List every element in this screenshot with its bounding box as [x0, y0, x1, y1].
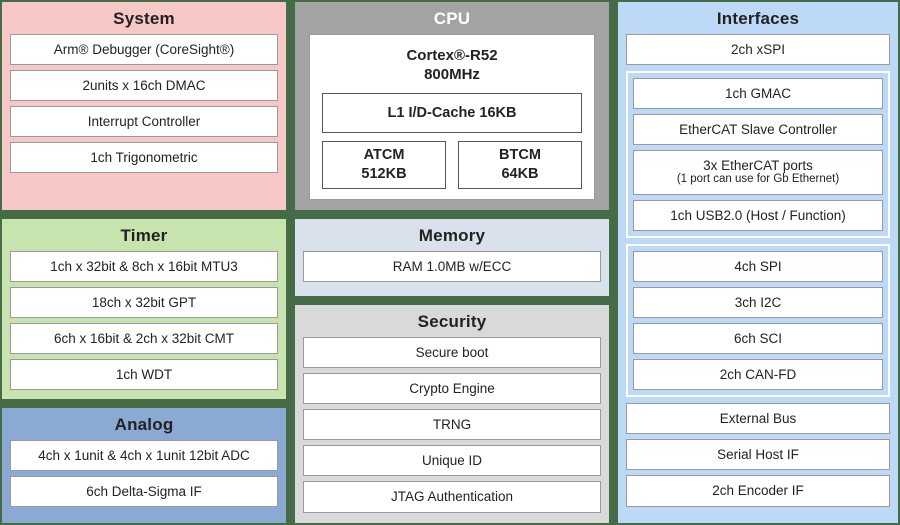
item-usb20[interactable]: 1ch USB2.0 (Host / Function) [633, 199, 883, 231]
item-secure-boot[interactable]: Secure boot [303, 337, 601, 369]
item-trigonometric[interactable]: 1ch Trigonometric [10, 142, 278, 174]
item-wdt[interactable]: 1ch WDT [10, 359, 278, 391]
cpu-btcm-size: 64KB [501, 165, 539, 182]
item-list-timer: 1ch x 32bit & 8ch x 16bit MTU3 18ch x 32… [10, 251, 278, 391]
cpu-tcm-row: ATCM 512KB BTCM 64KB [322, 140, 582, 189]
item-ethercat-slave-controller[interactable]: EtherCAT Slave Controller [633, 114, 883, 146]
interfaces-group-serial: 4ch SPI 3ch I2C 6ch SCI 2ch CAN-FD [626, 243, 890, 398]
item-gmac[interactable]: 1ch GMAC [633, 78, 883, 110]
item-list-system: Arm® Debugger (CoreSight®) 2units x 16ch… [10, 34, 278, 174]
cpu-core-box: Cortex®-R52 800MHz L1 I/D-Cache 16KB ATC… [309, 34, 595, 200]
item-list-security: Secure boot Crypto Engine TRNG Unique ID… [303, 337, 601, 513]
item-trng[interactable]: TRNG [303, 409, 601, 441]
block-title-cpu: CPU [433, 9, 471, 28]
cpu-core-frequency: 800MHz [424, 65, 480, 83]
interfaces-group-bus: External Bus Serial Host IF 2ch Encoder … [626, 403, 890, 507]
block-security: Security Secure boot Crypto Engine TRNG … [293, 303, 611, 525]
block-title-interfaces: Interfaces [716, 9, 800, 28]
item-encoder-if[interactable]: 2ch Encoder IF [626, 475, 890, 507]
item-xspi[interactable]: 2ch xSPI [626, 34, 890, 66]
block-title-security: Security [417, 312, 487, 331]
block-interfaces: Interfaces 2ch xSPI 1ch GMAC EtherCAT Sl… [616, 0, 900, 525]
item-i2c[interactable]: 3ch I2C [633, 286, 883, 318]
item-ethercat-ports-label: 3x EtherCAT ports [703, 158, 813, 174]
block-title-analog: Analog [114, 415, 174, 434]
item-delta-sigma-if[interactable]: 6ch Delta-Sigma IF [10, 476, 278, 508]
column-left: System Arm® Debugger (CoreSight®) 2units… [0, 0, 288, 525]
block-title-timer: Timer [120, 226, 168, 245]
cpu-btcm-name: BTCM [499, 146, 541, 163]
item-spi[interactable]: 4ch SPI [633, 250, 883, 282]
item-cmt[interactable]: 6ch x 16bit & 2ch x 32bit CMT [10, 323, 278, 355]
cpu-atcm-size: 512KB [361, 165, 407, 182]
block-system: System Arm® Debugger (CoreSight®) 2units… [0, 0, 288, 212]
item-interrupt-controller[interactable]: Interrupt Controller [10, 106, 278, 138]
cpu-l1-cache[interactable]: L1 I/D-Cache 16KB [322, 92, 582, 133]
item-gpt[interactable]: 18ch x 32bit GPT [10, 287, 278, 319]
block-timer: Timer 1ch x 32bit & 8ch x 16bit MTU3 18c… [0, 217, 288, 401]
block-analog: Analog 4ch x 1unit & 4ch x 1unit 12bit A… [0, 406, 288, 525]
item-crypto-engine[interactable]: Crypto Engine [303, 373, 601, 405]
block-title-system: System [113, 9, 175, 28]
item-serial-host-if[interactable]: Serial Host IF [626, 439, 890, 471]
item-sci[interactable]: 6ch SCI [633, 322, 883, 355]
cpu-atcm-name: ATCM [363, 146, 405, 163]
item-ethercat-ports[interactable]: 3x EtherCAT ports (1 port can use for Gb… [633, 150, 883, 195]
item-dmac[interactable]: 2units x 16ch DMAC [10, 70, 278, 102]
column-middle: CPU Cortex®-R52 800MHz L1 I/D-Cache 16KB… [293, 0, 611, 525]
interfaces-group-network: 1ch GMAC EtherCAT Slave Controller 3x Et… [626, 71, 890, 238]
item-ethercat-ports-note: (1 port can use for Gb Ethernet) [676, 173, 840, 186]
item-adc[interactable]: 4ch x 1unit & 4ch x 1unit 12bit ADC [10, 440, 278, 472]
interfaces-group-xspi: 2ch xSPI [626, 34, 890, 66]
item-arm-debugger[interactable]: Arm® Debugger (CoreSight®) [10, 34, 278, 66]
cpu-core-model: Cortex®-R52 [406, 47, 498, 64]
item-list-memory: RAM 1.0MB w/ECC [303, 251, 601, 283]
column-right: Interfaces 2ch xSPI 1ch GMAC EtherCAT Sl… [616, 0, 900, 525]
interfaces-body: 2ch xSPI 1ch GMAC EtherCAT Slave Control… [626, 34, 890, 515]
item-can-fd[interactable]: 2ch CAN-FD [633, 359, 883, 391]
cpu-btcm[interactable]: BTCM 64KB [458, 140, 582, 189]
cpu-atcm[interactable]: ATCM 512KB [322, 140, 446, 189]
item-list-analog: 4ch x 1unit & 4ch x 1unit 12bit ADC 6ch … [10, 440, 278, 508]
item-jtag-authentication[interactable]: JTAG Authentication [303, 481, 601, 513]
block-title-memory: Memory [418, 226, 486, 245]
item-ram[interactable]: RAM 1.0MB w/ECC [303, 251, 601, 283]
item-unique-id[interactable]: Unique ID [303, 445, 601, 477]
cpu-core-name: Cortex®-R52 800MHz [322, 43, 582, 93]
item-mtu3[interactable]: 1ch x 32bit & 8ch x 16bit MTU3 [10, 251, 278, 283]
item-external-bus[interactable]: External Bus [626, 403, 890, 435]
block-cpu: CPU Cortex®-R52 800MHz L1 I/D-Cache 16KB… [293, 0, 611, 212]
block-memory: Memory RAM 1.0MB w/ECC [293, 217, 611, 298]
